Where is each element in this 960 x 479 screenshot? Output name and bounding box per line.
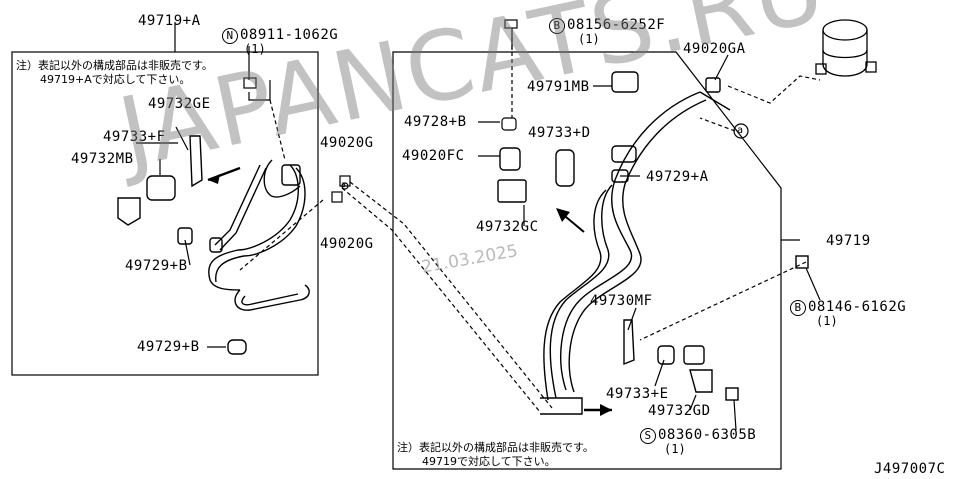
label-49732mb: 49732MB: [71, 151, 134, 167]
note-right-line1: 注）表記以外の構成部品は非販売です。: [397, 441, 594, 454]
qty-08911: (1): [244, 42, 266, 56]
right-frame: [392, 51, 782, 470]
label-08146-code: 08146-6162G: [808, 299, 907, 315]
label-49733f: 49733+F: [103, 129, 166, 145]
label-49729a: 49729+A: [646, 169, 709, 185]
label-49732ge: 49732GE: [148, 96, 211, 112]
qty-08360: (1): [664, 442, 686, 456]
left-frame: [11, 51, 319, 376]
diagram-code: J497007C: [874, 461, 946, 477]
label-08360-code: 08360-6305B: [658, 427, 757, 443]
label-49719a: 49719+A: [138, 13, 201, 29]
label-49729b-1: 49729+B: [125, 258, 188, 274]
label-49020ga: 49020GA: [683, 41, 746, 57]
label-49719: 49719: [826, 233, 871, 249]
qty-08146: (1): [816, 314, 838, 328]
label-49020g-1: 49020G: [320, 135, 374, 151]
label-49733e: 49733+E: [606, 386, 669, 402]
label-49729b-2: 49729+B: [137, 339, 200, 355]
n-mark-icon: N: [222, 28, 238, 44]
s-mark-icon: S: [640, 428, 656, 444]
label-49730mf: 49730MF: [590, 293, 653, 309]
b-mark-icon-2: B: [790, 300, 806, 316]
note-left-line2: 49719+Aで対応して下さい。: [40, 73, 191, 86]
label-49732gc: 49732GC: [476, 219, 539, 235]
label-49020g-2: 49020G: [320, 236, 374, 252]
note-left-line1: 注）表記以外の構成部品は非販売です。: [16, 59, 213, 72]
label-08911-code: 08911-1062G: [240, 27, 339, 43]
label-08156-code: 08156-6252F: [567, 17, 666, 33]
label-49733d: 49733+D: [528, 125, 591, 141]
b-mark-icon: B: [549, 18, 565, 34]
ref-a-right: a: [737, 125, 744, 136]
label-49791mb: 49791MB: [527, 79, 590, 95]
qty-08156: (1): [578, 32, 600, 46]
note-right-line2: 49719で対応して下さい。: [422, 455, 556, 468]
label-49732gd: 49732GD: [648, 403, 711, 419]
label-49728b: 49728+B: [404, 114, 467, 130]
label-49020fc: 49020FC: [402, 148, 465, 164]
ref-a-left: a: [341, 180, 346, 189]
